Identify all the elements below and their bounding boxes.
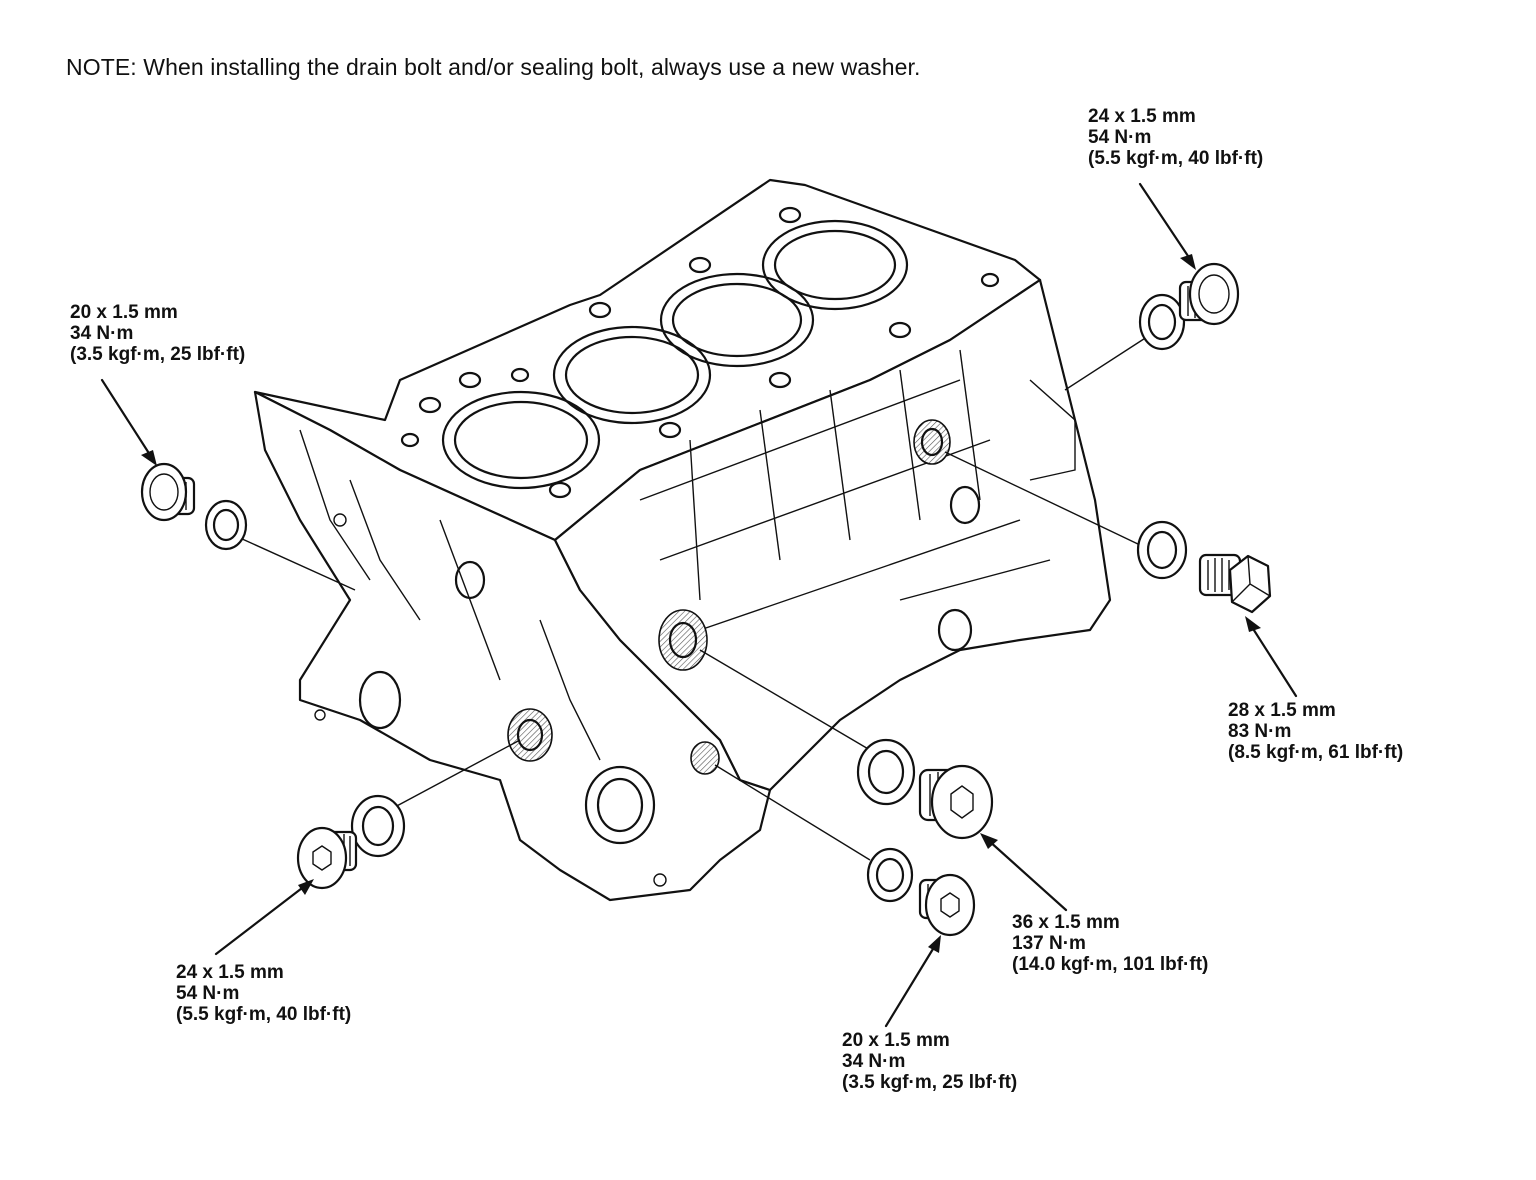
torque-value: 54 N·m [176,983,240,1004]
sealing-bolt-icon [296,826,358,890]
sealing-bolt-icon [918,764,994,840]
washers [204,293,1188,903]
sealing-bolt-icon [1198,553,1272,614]
spec-label-left: 20 x 1.5 mm 34 N·m (3.5 kgf·m, 25 lbf·ft… [70,302,245,365]
spec-label-top-right: 24 x 1.5 mm 54 N·m (5.5 kgf·m, 40 lbf·ft… [1088,106,1263,169]
leader-lines [239,334,1151,861]
callout-arrows [100,182,1298,1028]
torque-value: 83 N·m [1228,721,1292,742]
sealing-washer-icon [856,738,916,806]
bolt-size: 24 x 1.5 mm [1088,106,1196,127]
bolt-size: 20 x 1.5 mm [70,302,178,323]
torque-alt-units: (3.5 kgf·m, 25 lbf·ft) [842,1072,1018,1093]
torque-value: 34 N·m [70,323,134,344]
torque-alt-units: (5.5 kgf·m, 40 lbf·ft) [176,1004,352,1025]
sealing-washer-icon [204,499,248,551]
bolt-size: 28 x 1.5 mm [1228,700,1336,721]
callout-arrow-top-right [1138,182,1196,270]
sealing-bolt-icon [1178,262,1240,326]
bolt-size: 24 x 1.5 mm [176,962,284,983]
sealing-washer-icon [1136,520,1188,580]
installation-note: NOTE: When installing the drain bolt and… [66,54,921,80]
spec-label-bottom-center: 20 x 1.5 mm 34 N·m (3.5 kgf·m, 25 lbf·ft… [842,1030,1017,1093]
bolt-size: 20 x 1.5 mm [842,1030,950,1051]
spec-label-bottom-left: 24 x 1.5 mm 54 N·m (5.5 kgf·m, 40 lbf·ft… [176,962,351,1025]
callout-arrow-center-right [980,833,1068,912]
sealing-bolts [140,262,1272,937]
torque-alt-units: (14.0 kgf·m, 101 lbf·ft) [1012,954,1209,975]
torque-alt-units: (8.5 kgf·m, 61 lbf·ft) [1228,742,1404,763]
bolt-size: 36 x 1.5 mm [1012,912,1120,933]
spec-label-right: 28 x 1.5 mm 83 N·m (8.5 kgf·m, 61 lbf·ft… [1228,700,1403,763]
engine-block [253,178,1112,902]
torque-value: 54 N·m [1088,127,1152,148]
callout-arrow-bottom-left [214,879,314,956]
sealing-washer-icon [1138,293,1186,351]
callout-arrow-right [1245,616,1298,698]
torque-value: 34 N·m [842,1051,906,1072]
torque-alt-units: (5.5 kgf·m, 40 lbf·ft) [1088,148,1264,169]
spec-label-center-right: 36 x 1.5 mm 137 N·m (14.0 kgf·m, 101 lbf… [1012,912,1208,975]
torque-alt-units: (3.5 kgf·m, 25 lbf·ft) [70,344,246,365]
callout-arrow-bottom-center [884,935,941,1028]
sealing-bolt-icon [140,462,196,522]
sealing-bolt-icon [918,873,976,937]
callout-arrow-left [100,378,157,466]
sealing-washer-icon [866,847,914,903]
torque-value: 137 N·m [1012,933,1086,954]
sealing-washer-icon [350,794,406,858]
